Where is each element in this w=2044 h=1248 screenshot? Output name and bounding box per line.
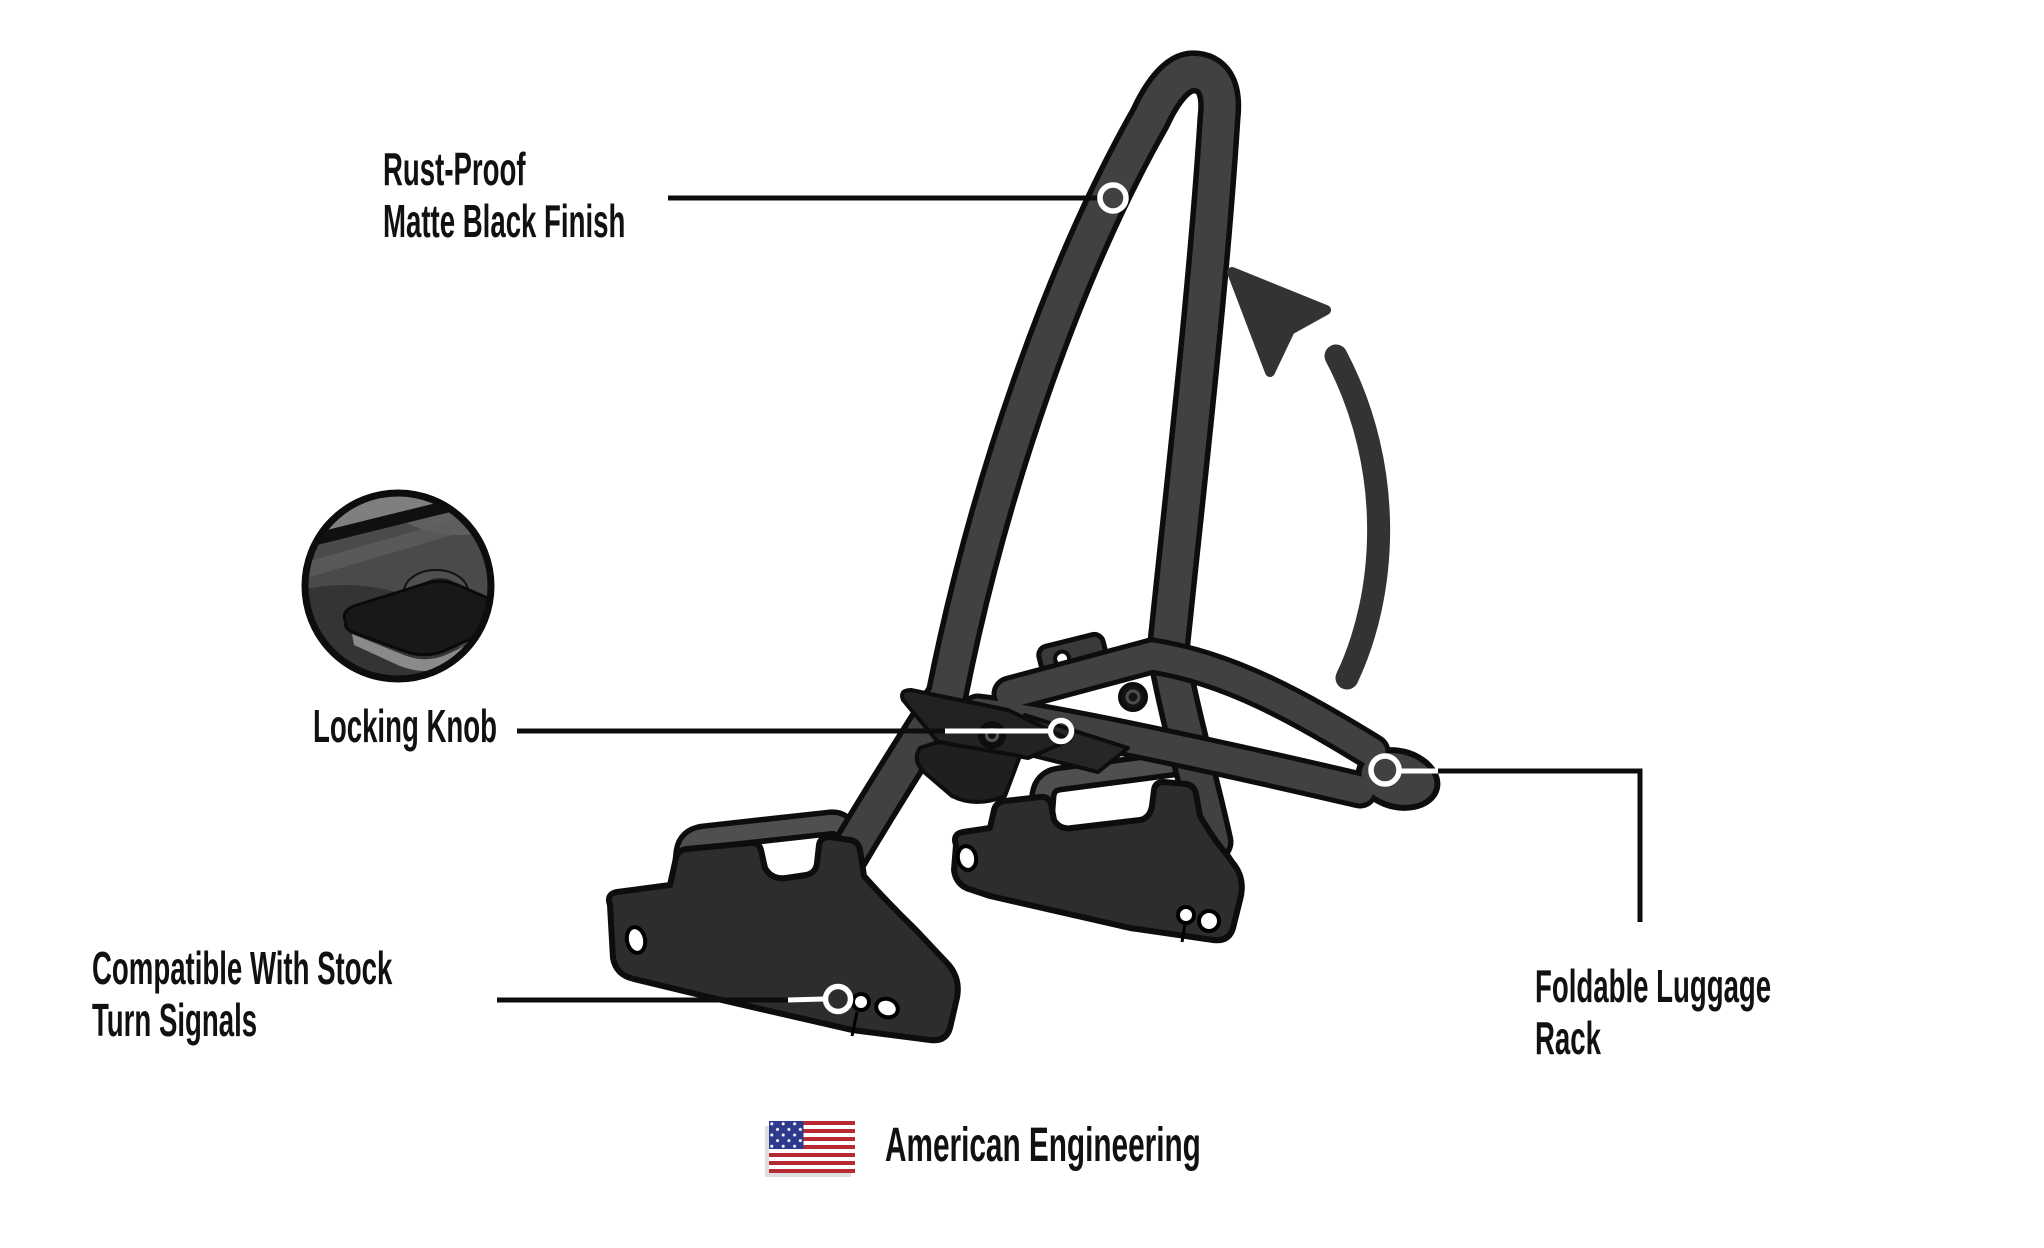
callout-label-locking-knob-line1: Locking Knob	[313, 700, 497, 752]
callout-label-luggage-rack: Foldable Luggage Rack	[1535, 960, 1771, 1064]
callout-label-finish-line1: Rust-Proof	[383, 143, 526, 195]
callout-marker-turn-signals	[822, 983, 854, 1015]
sissy-bar-tube	[802, 56, 1236, 924]
fold-arrow-shaft	[1324, 344, 1391, 690]
us-flag-icon	[765, 1121, 855, 1177]
callout-label-finish-line2: Matte Black Finish	[383, 195, 626, 247]
callout-label-turn-signals-line1: Compatible With Stock	[92, 942, 393, 994]
footer-label: American Engineering	[885, 1119, 1201, 1172]
plate-crease-right	[1180, 923, 1187, 943]
leader-lines	[497, 195, 1643, 1003]
callout-label-luggage-rack-line1: Foldable Luggage	[1535, 960, 1772, 1012]
callout-marker-locking-knob	[1047, 717, 1075, 745]
plate-crease	[850, 1011, 859, 1037]
knob-wing	[342, 579, 491, 657]
callout-label-turn-signals-line2: Turn Signals	[92, 994, 258, 1046]
callout-line-luggage-rack	[1438, 768, 1643, 922]
callout-label-finish: Rust-Proof Matte Black Finish	[383, 143, 625, 247]
callout-marker-finish	[1097, 182, 1129, 214]
clamp-bolt	[978, 721, 1006, 749]
callout-marker-luggage-rack	[1368, 753, 1402, 787]
callout-markers	[822, 182, 1402, 1015]
fold-arrow-head	[1227, 267, 1331, 377]
plate-holes	[624, 844, 1221, 1020]
mount-plate-right	[951, 779, 1245, 944]
mount-plate-left	[605, 834, 961, 1044]
inset-circle-border	[301, 489, 495, 683]
hinge-bolt	[1118, 682, 1148, 712]
callout-label-luggage-rack-line2: Rack	[1535, 1012, 1601, 1064]
leader-lines-over-dark	[787, 728, 1438, 1003]
callout-label-locking-knob: Locking Knob	[313, 700, 497, 752]
flag-stripes	[769, 1121, 855, 1173]
locking-knob-inset	[301, 489, 495, 683]
callout-label-turn-signals: Compatible With Stock Turn Signals	[92, 942, 392, 1046]
mount-plates	[605, 779, 1245, 1044]
